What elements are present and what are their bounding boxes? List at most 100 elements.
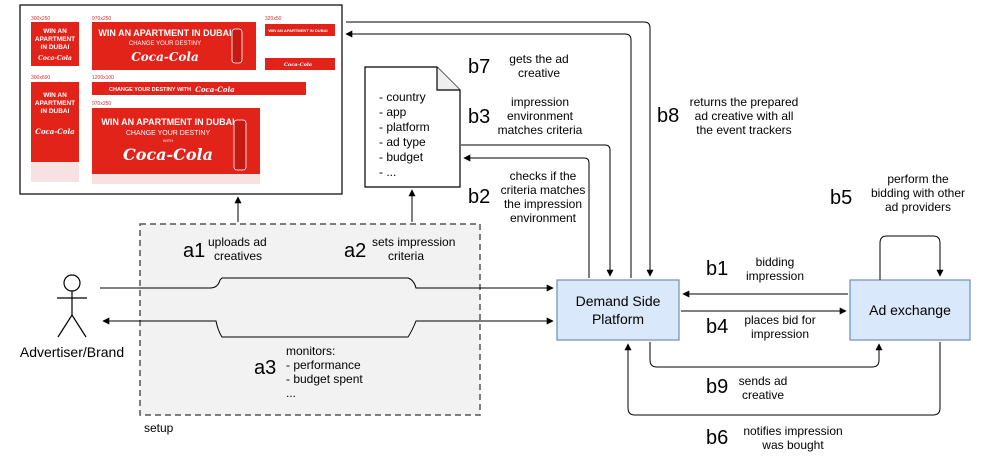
criteria-item: - platform xyxy=(379,120,430,134)
svg-text:checks if the: checks if the xyxy=(510,169,577,183)
ad-banner-300x250: WIN AN APARTMENT IN DUBAI Coca-Cola xyxy=(31,22,79,66)
svg-text:creative: creative xyxy=(518,66,560,80)
svg-text:impression: impression xyxy=(511,95,569,109)
svg-text:creative: creative xyxy=(742,388,784,402)
svg-text:ad providers: ad providers xyxy=(885,200,951,214)
ad-banner-300x600: WIN AN APARTMENT IN DUBAI Coca-Cola xyxy=(31,82,79,182)
ad-banner-1200x100: CHANGE YOUR DESTINY WITH Coca-Cola xyxy=(92,82,306,95)
dsp-node: Demand Side Platform xyxy=(556,279,680,341)
svg-text:- budget spent: - budget spent xyxy=(286,372,363,386)
svg-text:IN DUBAI: IN DUBAI xyxy=(41,44,70,51)
svg-text:WITH: WITH xyxy=(163,138,173,143)
step-a3: a3 monitors: - performance - budget spen… xyxy=(254,344,363,400)
svg-text:WIN AN: WIN AN xyxy=(43,92,67,99)
svg-text:Coca-Cola: Coca-Cola xyxy=(35,127,75,136)
criteria-item: - budget xyxy=(379,150,424,164)
svg-text:gets the ad: gets the ad xyxy=(509,52,568,66)
b5-loop xyxy=(879,235,944,280)
svg-text:perform the: perform the xyxy=(887,172,949,186)
ad-size-label: 300x600 xyxy=(31,75,50,81)
advertiser-actor xyxy=(57,274,87,338)
b9-arrow xyxy=(649,342,883,368)
criteria-document: - country - app - platform - ad type - b… xyxy=(364,66,461,188)
svg-text:CHANGE YOUR DESTINY WITH: CHANGE YOUR DESTINY WITH xyxy=(109,87,191,93)
ad-size-label: 320x50 xyxy=(265,16,282,22)
svg-text:the impression: the impression xyxy=(504,197,582,211)
step-b3: b3 impression environment matches criter… xyxy=(468,95,583,137)
criteria-item: - ad type xyxy=(379,135,426,149)
svg-text:Coca-Cola: Coca-Cola xyxy=(123,145,213,164)
step-b2: b2 checks if the criteria matches the im… xyxy=(468,169,585,225)
b6-arrow xyxy=(624,342,941,416)
ad-exchange-node: Ad exchange xyxy=(849,279,971,341)
svg-text:a3: a3 xyxy=(254,357,276,379)
svg-text:uploads ad: uploads ad xyxy=(208,235,267,249)
step-b9: b9 sends ad creative xyxy=(706,374,787,402)
svg-text:returns the prepared: returns the prepared xyxy=(690,95,799,109)
svg-text:environment: environment xyxy=(507,109,574,123)
ad-size-label: 970x250 xyxy=(92,16,111,22)
svg-text:Platform: Platform xyxy=(592,311,644,327)
advertiser-to-dsp-line xyxy=(100,277,554,292)
svg-text:WIN AN APARTMENT IN DUBAI: WIN AN APARTMENT IN DUBAI xyxy=(98,28,231,38)
svg-text:b3: b3 xyxy=(468,106,490,128)
ad-size-label: 970x250 xyxy=(92,101,111,107)
svg-text:the event trackers: the event trackers xyxy=(696,123,791,137)
svg-text:Coca-Cola: Coca-Cola xyxy=(195,85,235,94)
svg-text:sends ad: sends ad xyxy=(739,374,788,388)
svg-text:b1: b1 xyxy=(706,258,728,280)
svg-text:APARTMENT: APARTMENT xyxy=(35,36,75,43)
svg-text:IN DUBAI: IN DUBAI xyxy=(41,108,70,115)
svg-text:WIN AN: WIN AN xyxy=(43,28,67,35)
ad-banner-970x250: WIN AN APARTMENT IN DUBAI CHANGE YOUR DE… xyxy=(92,22,256,70)
step-a2: a2 sets impression criteria xyxy=(344,235,455,263)
ad-size-label: 300x250 xyxy=(31,16,50,22)
advertiser-label: Advertiser/Brand xyxy=(20,344,124,360)
ad-banner-970x250-large: WIN AN APARTMENT IN DUBAI CHANGE YOUR DE… xyxy=(92,108,260,184)
svg-text:WIN AN APARTMENT IN DUBAI: WIN AN APARTMENT IN DUBAI xyxy=(268,28,327,33)
ad-size-label: 1200x100 xyxy=(92,75,114,81)
step-b1: b1 bidding impression xyxy=(706,255,804,283)
step-b6: b6 notifies impression was bought xyxy=(706,424,843,452)
svg-text:b4: b4 xyxy=(706,316,728,338)
svg-text:WIN AN APARTMENT IN DUBAI: WIN AN APARTMENT IN DUBAI xyxy=(101,117,234,127)
svg-text:a1: a1 xyxy=(183,240,205,262)
svg-text:Coca-Cola: Coca-Cola xyxy=(284,62,312,68)
criteria-item: - ... xyxy=(379,165,396,179)
svg-text:ad creative with all: ad creative with all xyxy=(695,109,794,123)
svg-text:impression: impression xyxy=(746,269,804,283)
connectors xyxy=(100,21,944,416)
svg-text:- performance: - performance xyxy=(286,358,361,372)
svg-text:Coca-Cola: Coca-Cola xyxy=(38,55,72,62)
svg-text:notifies impression: notifies impression xyxy=(743,424,842,438)
svg-text:CHANGE YOUR DESTINY: CHANGE YOUR DESTINY xyxy=(129,41,201,47)
svg-text:b9: b9 xyxy=(706,376,728,398)
step-a1: a1 uploads ad creatives xyxy=(183,235,267,263)
svg-text:sets impression: sets impression xyxy=(372,235,455,249)
svg-text:b6: b6 xyxy=(706,427,728,449)
setup-label: setup xyxy=(144,421,174,435)
svg-text:criteria matches: criteria matches xyxy=(501,183,586,197)
svg-text:Coca-Cola: Coca-Cola xyxy=(131,50,199,64)
svg-text:Ad exchange: Ad exchange xyxy=(869,302,951,318)
svg-text:bidding: bidding xyxy=(756,255,795,269)
dsp-to-advertiser-line xyxy=(102,317,554,338)
criteria-item: - app xyxy=(379,105,407,119)
svg-text:APARTMENT: APARTMENT xyxy=(35,100,75,107)
svg-text:a2: a2 xyxy=(344,240,366,262)
b7-arrow xyxy=(345,30,632,278)
svg-text:matches criteria: matches criteria xyxy=(498,123,583,137)
svg-text:CHANGE YOUR DESTINY: CHANGE YOUR DESTINY xyxy=(126,130,211,137)
svg-text:...: ... xyxy=(286,386,296,400)
step-b7: b7 gets the ad creative xyxy=(468,52,569,80)
step-b4: b4 places bid for impression xyxy=(706,313,816,341)
svg-text:b8: b8 xyxy=(657,105,679,127)
b8-arrow xyxy=(346,21,654,277)
svg-text:was bought: was bought xyxy=(761,438,824,452)
ad-banner-320x50: WIN AN APARTMENT IN DUBAI Coca-Cola xyxy=(265,24,335,70)
svg-text:bidding with other: bidding with other xyxy=(871,186,965,200)
svg-text:places bid for: places bid for xyxy=(744,313,815,327)
svg-text:b7: b7 xyxy=(468,56,490,78)
step-b5: b5 perform the bidding with other ad pro… xyxy=(830,172,965,214)
